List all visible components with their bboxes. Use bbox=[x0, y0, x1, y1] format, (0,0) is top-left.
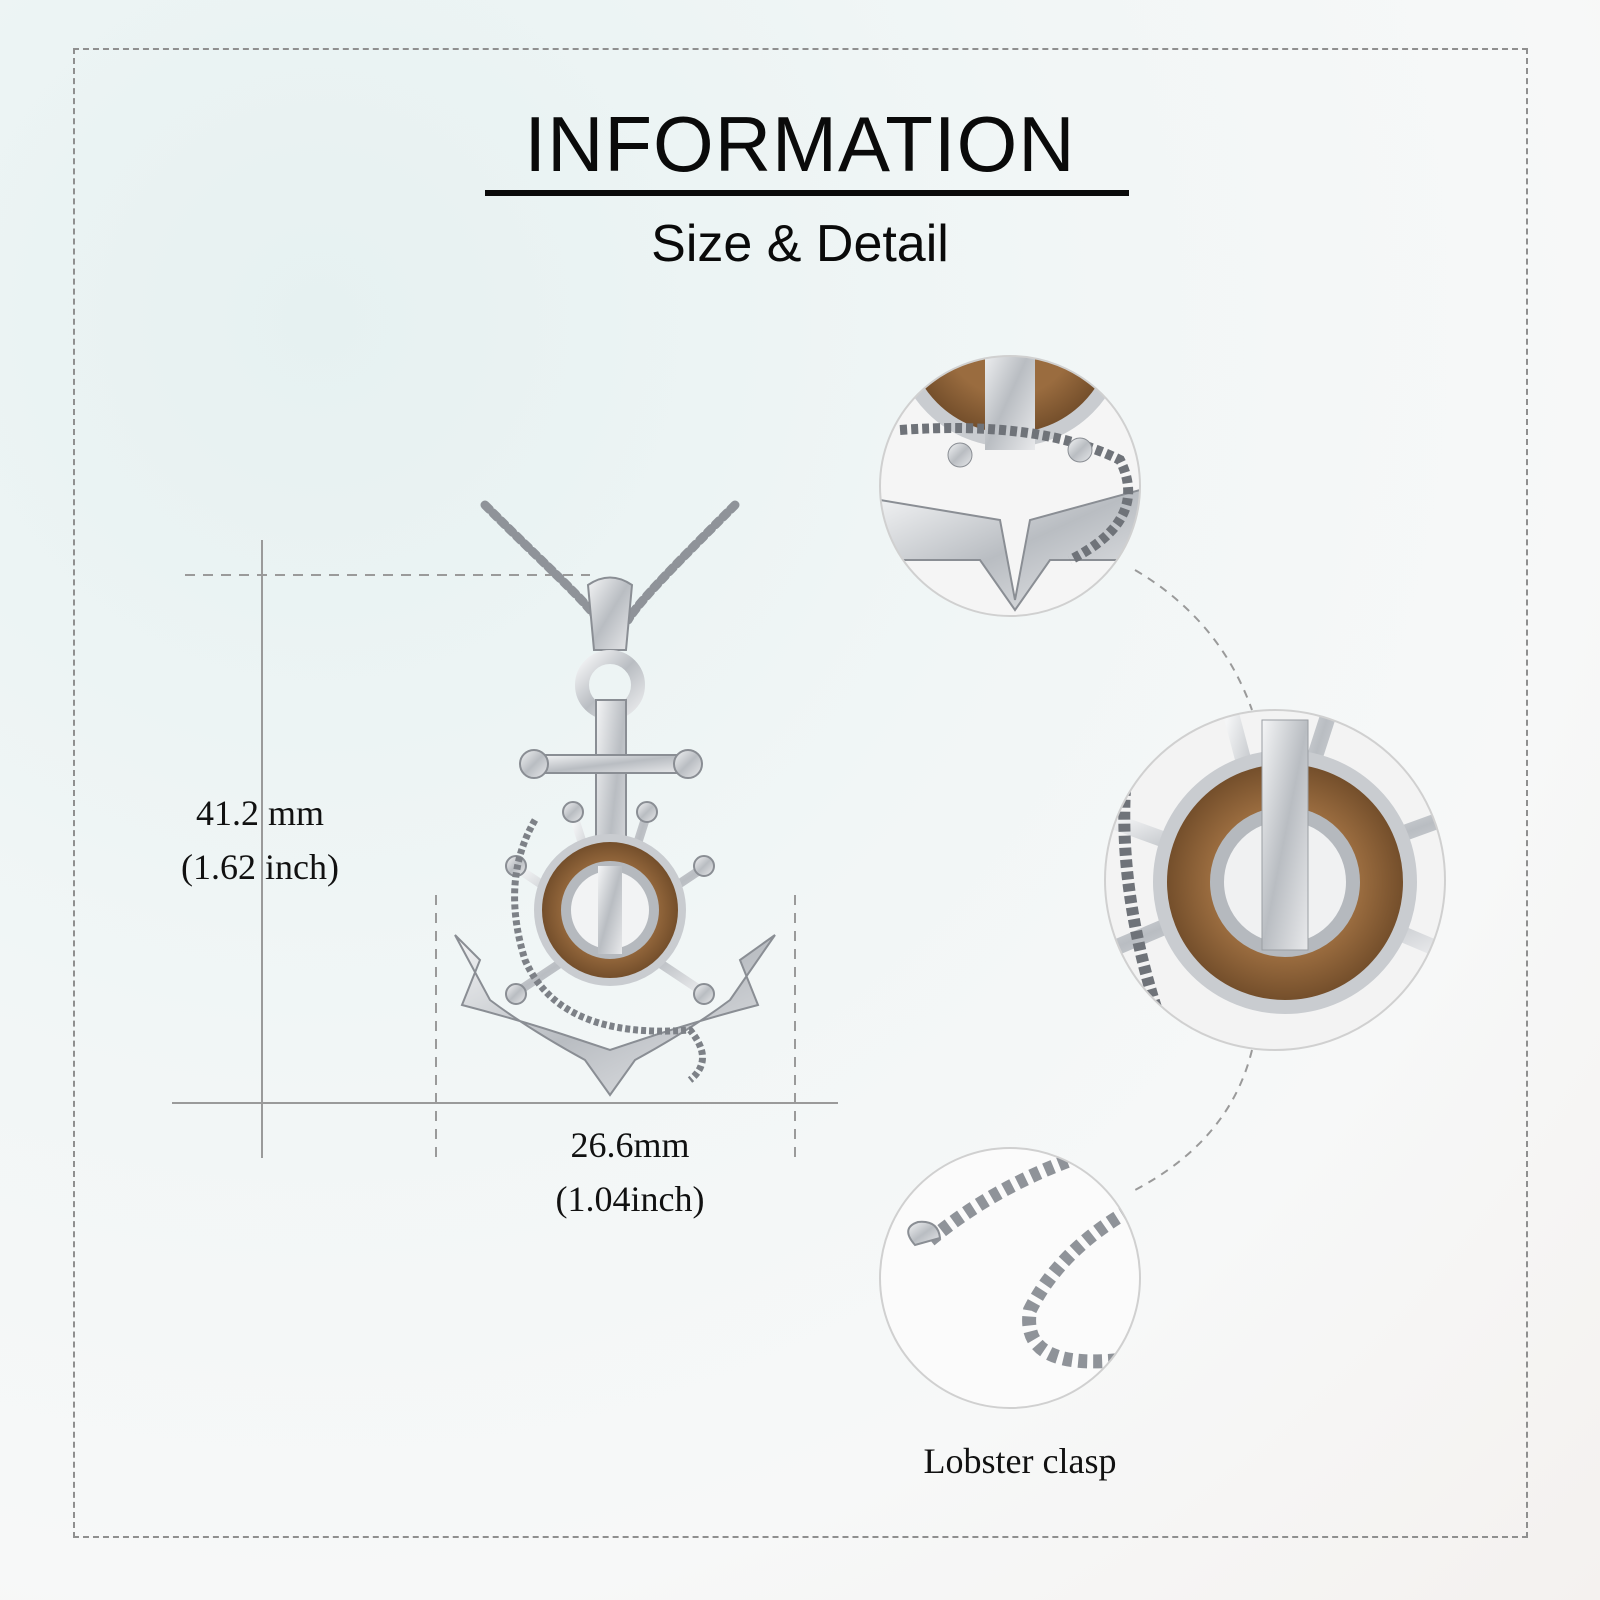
dashed-frame bbox=[73, 48, 1528, 1538]
height-mm: 41.2 mm bbox=[195, 793, 324, 833]
height-dimension-label: 41.2 mm (1.62 inch) bbox=[150, 786, 370, 894]
width-mm: 26.6mm bbox=[570, 1125, 690, 1165]
page-title: INFORMATION bbox=[524, 100, 1076, 188]
lobster-clasp-icon bbox=[907, 1220, 942, 1247]
anchor-pendant-icon bbox=[454, 576, 776, 1097]
anchor-stock bbox=[537, 754, 685, 774]
width-dimension-label: 26.6mm (1.04inch) bbox=[520, 1118, 740, 1226]
dimension-guides bbox=[172, 540, 838, 1158]
width-inch: (1.04inch) bbox=[555, 1179, 705, 1219]
title-underline bbox=[485, 190, 1129, 196]
anchor-arms bbox=[454, 934, 776, 1097]
detail-connectors bbox=[1134, 569, 1253, 1191]
clasp-caption: Lobster clasp bbox=[923, 1441, 1117, 1481]
detail-chain-closeup bbox=[880, 1148, 1140, 1408]
detail-wheel-closeup bbox=[1105, 710, 1445, 1050]
bail bbox=[586, 576, 634, 651]
detail-anchor-closeup bbox=[880, 356, 1140, 616]
height-inch: (1.62 inch) bbox=[181, 847, 339, 887]
page-subtitle: Size & Detail bbox=[651, 215, 949, 273]
